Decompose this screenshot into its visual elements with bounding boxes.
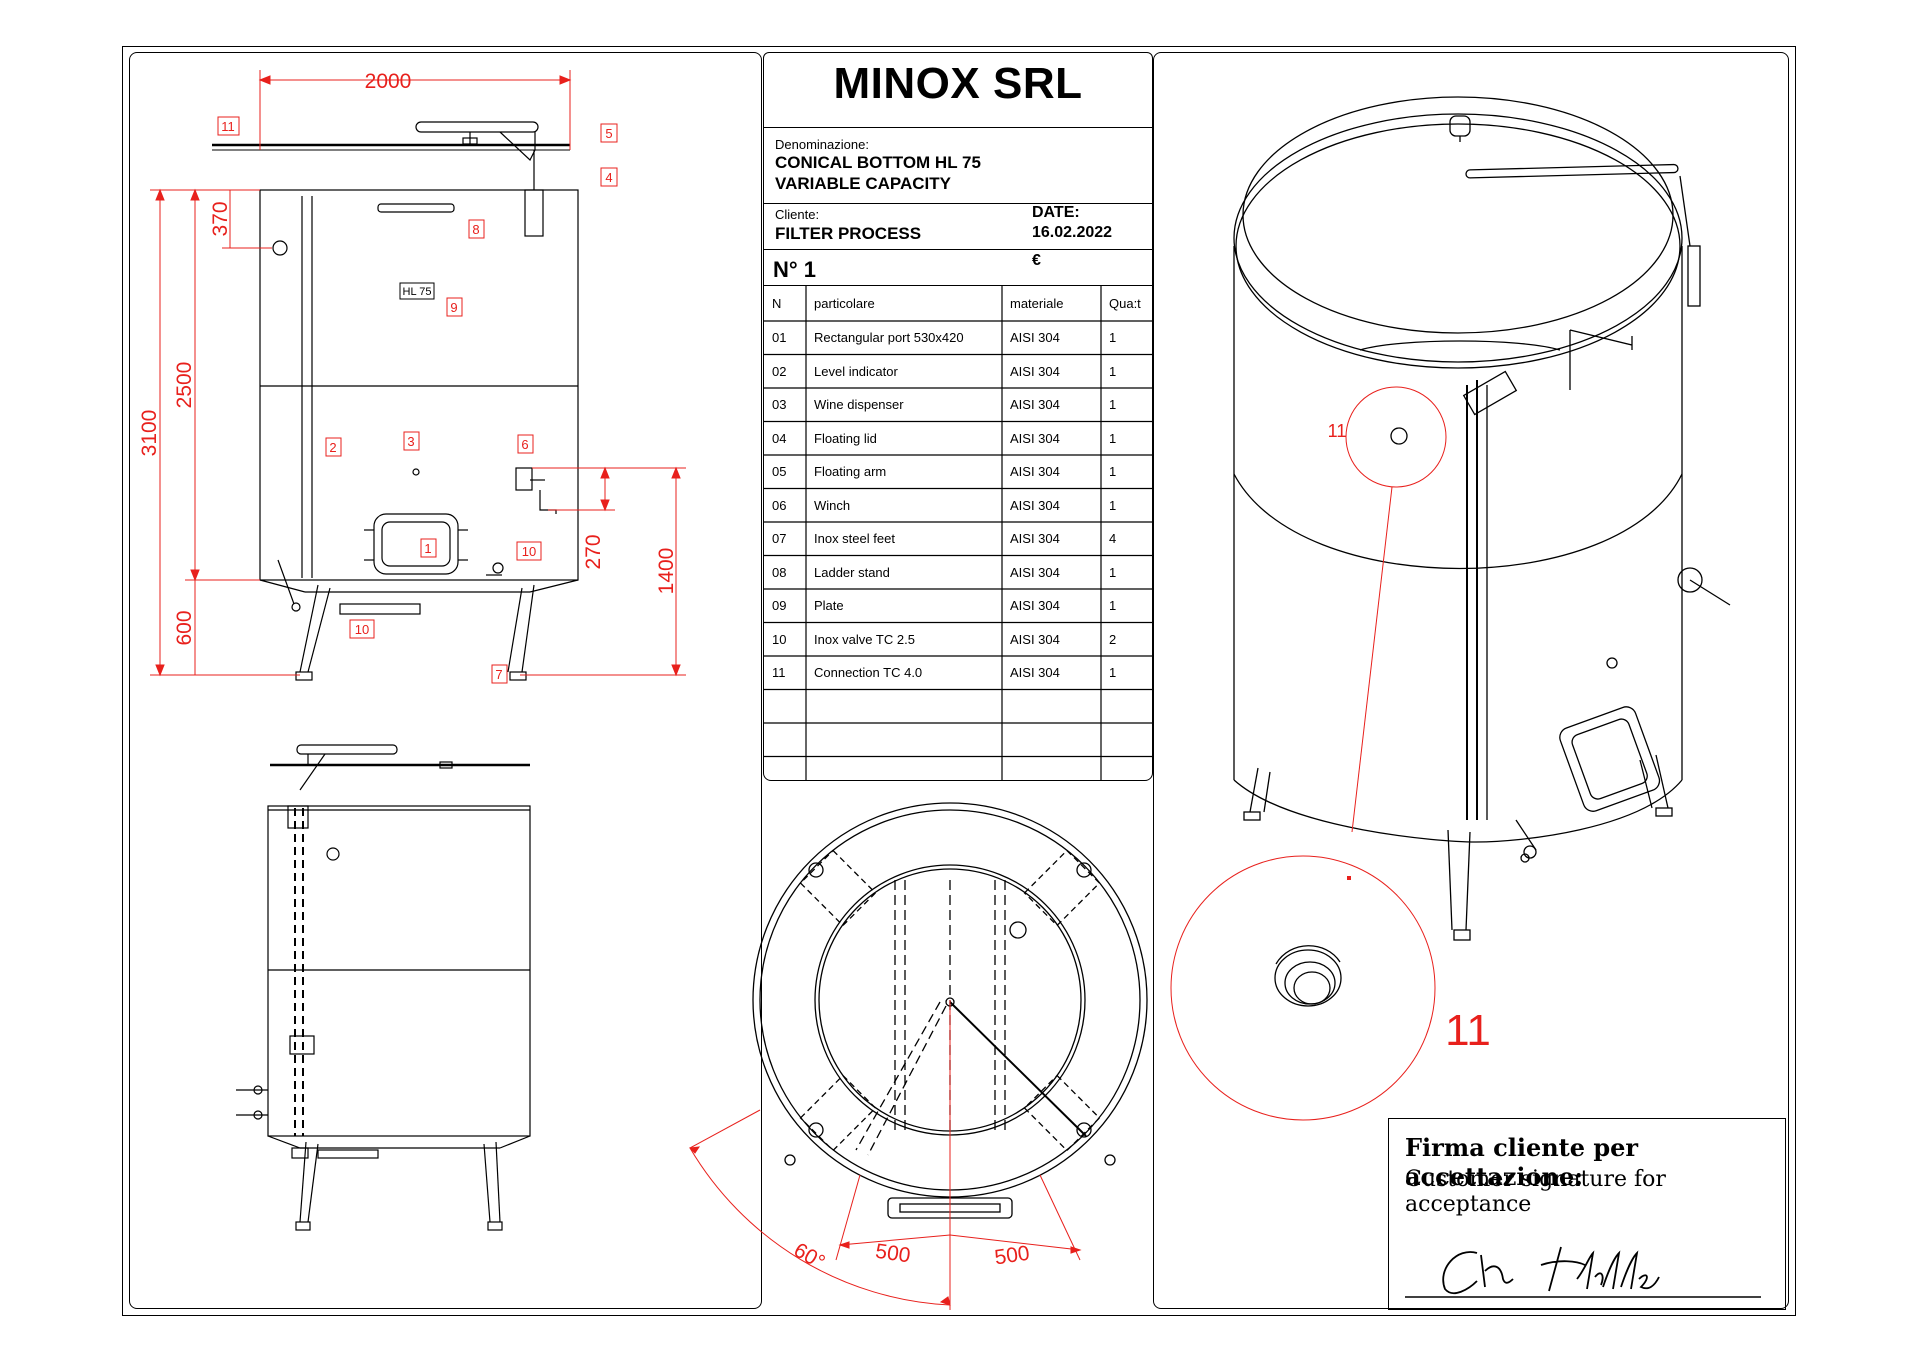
- cliente-value: FILTER PROCESS: [775, 224, 922, 243]
- bom-cell: Level indicator: [814, 363, 898, 379]
- product-line-1: CONICAL BOTTOM HL 75: [775, 153, 981, 172]
- bom-header-3: Qua:t: [1109, 296, 1141, 311]
- bom-cell: 1: [1109, 330, 1117, 345]
- bom-cell: Connection TC 4.0: [814, 665, 923, 680]
- bom-cell: AISI 304: [1010, 564, 1060, 580]
- bom-cell: 03: [772, 397, 787, 412]
- sheet-border: [122, 46, 1796, 1316]
- dim-offset-b: 500: [993, 1242, 1031, 1270]
- date-value: 16.02.2022: [1032, 224, 1113, 241]
- bom-cell: AISI 304: [1010, 363, 1060, 379]
- bom-cell: Ladder stand: [814, 564, 890, 580]
- bom-grid: [764, 285, 1152, 780]
- bom-cell: Inox valve TC 2.5: [814, 631, 915, 647]
- bom-cell: 05: [772, 464, 787, 479]
- bom-cell: 06: [772, 497, 787, 513]
- bom-cell: 4: [1109, 531, 1117, 546]
- callout-4: 4: [605, 170, 612, 185]
- bom-cell: Plate: [814, 598, 844, 613]
- dim-outlet-offset: 270: [582, 534, 605, 569]
- bom-cell: 1: [1109, 665, 1117, 680]
- bom-cell: Inox steel feet: [814, 531, 895, 546]
- bom-cell: AISI 304: [1010, 665, 1060, 680]
- callout-8: 8: [472, 222, 479, 237]
- callout-11: 11: [221, 119, 235, 134]
- product-line-2: VARIABLE CAPACITY: [775, 174, 951, 193]
- dim-leg-height: 600: [173, 610, 196, 645]
- bom-cell: 07: [772, 531, 787, 546]
- signature-box: Firma cliente per accettazione: Customer…: [1388, 1118, 1786, 1310]
- signature-title: Firma cliente per accettazione:: [1405, 1133, 1639, 1191]
- dim-outlet-height: 1400: [655, 548, 678, 595]
- bom-header-1: particolare: [814, 296, 875, 311]
- order-number: N° 1: [773, 257, 817, 282]
- bom-cell: 1: [1109, 564, 1117, 580]
- bom-cell: 01: [772, 330, 787, 345]
- bom-cell: Rectangular port 530x420: [814, 330, 964, 345]
- company-name: MINOX SRL: [833, 59, 1083, 108]
- bom-cell: AISI 304: [1010, 330, 1060, 345]
- title-block: MINOX SRL Denominazione: CONICAL BOTTOM …: [763, 52, 1153, 781]
- detail-callout-big: 11: [1445, 1006, 1491, 1055]
- callout-10-valve: 10: [522, 544, 536, 559]
- date-label: DATE:: [1032, 204, 1080, 221]
- bom-header-2: materiale: [1010, 296, 1064, 311]
- dim-width: 2000: [365, 70, 412, 93]
- bom-cell: Winch: [814, 497, 851, 513]
- callout-9: 9: [450, 300, 457, 315]
- bom-cell: 1: [1109, 497, 1117, 513]
- dim-total-height: 3100: [138, 410, 161, 457]
- bom-cell: Floating arm: [814, 464, 887, 479]
- bom-cell: 09: [772, 598, 787, 613]
- dim-offset-a: 500: [874, 1240, 912, 1268]
- left-view-panel: [129, 52, 762, 1309]
- bom-cell: AISI 304: [1010, 631, 1060, 647]
- bom-cell: AISI 304: [1010, 397, 1060, 412]
- callout-7: 7: [495, 667, 502, 682]
- signature-subtitle: Customer signature for acceptance: [1405, 1167, 1666, 1217]
- bom-cell: AISI 304: [1010, 531, 1060, 546]
- callout-2: 2: [329, 440, 336, 455]
- denominazione-label: Denominazione:: [775, 137, 869, 152]
- signature-drawing: [1405, 1246, 1761, 1298]
- plate-label: HL 75: [403, 286, 432, 298]
- detail-callout-small: 11: [1328, 421, 1347, 441]
- bom-cell: Floating lid: [814, 430, 877, 446]
- bom-cell: AISI 304: [1010, 430, 1060, 446]
- bom-cell: 1: [1109, 464, 1117, 479]
- bom-cell: 1: [1109, 397, 1117, 412]
- bom-cell: 04: [772, 430, 787, 446]
- dim-top-offset: 370: [209, 201, 232, 236]
- bom-cell: 1: [1109, 430, 1117, 446]
- bom-cell: AISI 304: [1010, 598, 1060, 613]
- callout-6: 6: [521, 437, 528, 452]
- bom-cell: 1: [1109, 598, 1117, 613]
- bom-cell: Wine dispenser: [814, 397, 904, 412]
- right-view-panel: [1153, 52, 1789, 1309]
- bom-cell: 10: [772, 631, 787, 647]
- callout-5: 5: [605, 126, 612, 141]
- dim-body-height: 2500: [173, 362, 196, 409]
- bom-cell: AISI 304: [1010, 497, 1060, 513]
- bom-cell: 02: [772, 363, 787, 379]
- bom-cell: 2: [1109, 631, 1117, 647]
- bom-cell: 11: [772, 665, 786, 680]
- bom-cell: 1: [1109, 363, 1117, 379]
- currency-symbol: €: [1032, 252, 1041, 269]
- callout-3: 3: [407, 434, 414, 449]
- callout-1: 1: [424, 541, 431, 556]
- bom-header-0: N: [772, 296, 782, 311]
- callout-10-outlet: 10: [355, 622, 369, 637]
- cliente-label: Cliente:: [775, 207, 820, 222]
- bom-cell: AISI 304: [1010, 464, 1060, 479]
- bom-cell: 08: [772, 564, 787, 580]
